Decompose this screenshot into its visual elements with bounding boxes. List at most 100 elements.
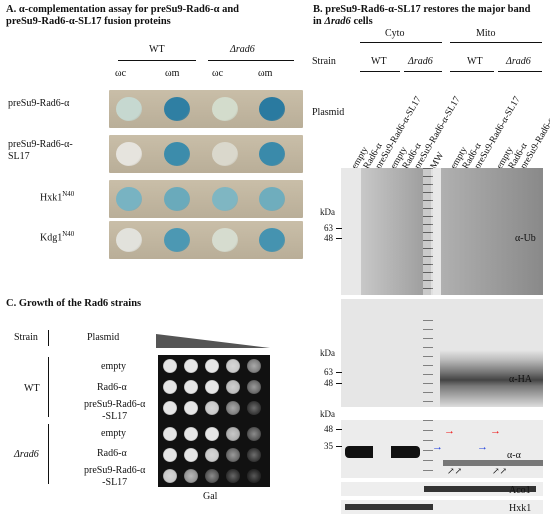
colony-spot [164,228,190,252]
panel-a-title-line1: A. α-complementation assay for preSu9-Ra… [6,4,240,15]
blot-hxk1-band [345,504,433,510]
panel-a-title-line2: preSu9-Rad6-α-SL17 fusion proteins [6,16,171,27]
panel-b-mito: Mito [476,28,496,39]
panel-b-title-line1: B. preSu9-Rad6-α-SL17 restores the major… [313,4,531,15]
colony-spot [164,97,190,121]
panel-b-title-line2: in Δrad6 cells [313,16,373,27]
yeast-spot [247,469,261,483]
blot-ub-mw-lane [423,168,433,295]
yeast-spot [184,448,198,462]
yeast-spot [184,380,198,394]
blot-alpha-tick-35 [336,446,342,447]
yeast-spot [163,380,177,394]
blot-ub-tick-48 [336,238,342,239]
panel-a-row-label-2: Hxk1N40 [40,190,75,204]
panel-c-row-5: preSu9-Rad6-α-SL17 [84,465,146,488]
yeast-spot [247,427,261,441]
panel-b-wt-2: WT [467,56,483,67]
yeast-spot [184,469,198,483]
panel-b-mito-line [450,42,542,43]
blot-ha-mito-signal [440,350,543,407]
panel-c-strain-divider [48,330,49,346]
lane-label: preSu9-Rad6-α-SL17 [519,94,550,171]
panel-a-col-1: ωm [165,68,180,79]
panel-b-sub-line-3 [450,71,494,72]
blot-alpha-kda: kDa [320,409,335,419]
panel-b-del-1: Δrad6 [408,56,433,67]
colony-spot [259,228,285,252]
yeast-spot [184,427,198,441]
panel-a-del-line [208,60,294,61]
panel-c-del-bracket [48,424,49,484]
blot-alpha-mito-band [443,460,543,466]
blot-ha-tick-63 [336,372,342,373]
colony-spot [116,142,142,166]
panel-c-row-4: Rad6-α [97,448,127,459]
colony-spot [259,97,285,121]
blot-alpha-cyto-band [345,446,420,458]
dilution-wedge [156,334,270,348]
yeast-spot [184,359,198,373]
blot-hxk1-label: Hxk1 [509,503,532,514]
panel-a-row-label-3: Kdg1N40 [40,230,75,244]
colony-spot [116,228,142,252]
panel-b-del-2: Δrad6 [506,56,531,67]
panel-c-title: C. Growth of the Rad6 strains [6,298,142,309]
blot-alpha-label: α-α [507,450,521,461]
black-arrow-icon: ↗↗ [492,466,508,476]
blot-ub-kda: kDa [320,207,335,217]
yeast-spot [226,469,240,483]
colony-spot [116,97,142,121]
panel-a-row-label-0: preSu9-Rad6-α [8,98,70,109]
panel-c-wt-bracket [48,357,49,417]
blot-ub-label: α-Ub [515,233,536,244]
panel-a-col-0: ωc [115,68,127,79]
panel-b-cyto-line [360,42,442,43]
yeast-spot [247,359,261,373]
panel-c-row-1: Rad6-α [97,382,127,393]
yeast-spot [163,448,177,462]
blot-aco1-label: Aco1 [509,485,531,496]
panel-a-row-label-1: preSu9-Rad6-α- SL17 [8,139,73,162]
yeast-spot [247,401,261,415]
blot-alpha-marker-48: 48 [324,424,333,434]
panel-c-strain: Strain [14,332,38,343]
panel-c-row-0: empty [101,361,126,372]
panel-b-strain: Strain [312,56,336,67]
red-arrow-icon: → [490,425,501,437]
blot-aco1-band [424,486,536,492]
blot-ub-marker-63: 63 [324,223,333,233]
panel-b-title: B. preSu9-Rad6-α-SL17 restores the major… [313,4,549,28]
colony-spot [164,187,190,211]
blot-ha-mw-lane [423,320,433,407]
panel-c-gal: Gal [203,491,218,502]
blot-alpha-marker-35: 35 [324,441,333,451]
yeast-spot [163,401,177,415]
blot-alpha-tick-48 [336,429,342,430]
blot-ub-tick-63 [336,228,342,229]
blot-ha-marker-48: 48 [324,378,333,388]
colony-spot [164,142,190,166]
yeast-spot [205,380,219,394]
panel-a-col-2: ωc [212,68,224,79]
yeast-spot [226,359,240,373]
panel-b-cyto: Cyto [385,28,405,39]
yeast-spot [205,427,219,441]
growth-plate [158,355,270,487]
panel-c-del: Δrad6 [14,449,39,460]
panel-b-sub-line-1 [360,71,400,72]
panel-c-row-3: empty [101,428,126,439]
yeast-spot [163,359,177,373]
black-arrow-icon: ↗↗ [447,466,463,476]
blot-ub-marker-48: 48 [324,233,333,243]
yeast-spot [205,469,219,483]
yeast-spot [205,448,219,462]
colony-spot [212,142,238,166]
panel-b-plasmid: Plasmid [312,107,345,118]
blot-ha-kda: kDa [320,348,335,358]
yeast-spot [247,380,261,394]
yeast-spot [163,427,177,441]
blue-arrow-icon: → [477,441,488,453]
panel-b-sub-line-2 [404,71,442,72]
yeast-spot [247,448,261,462]
